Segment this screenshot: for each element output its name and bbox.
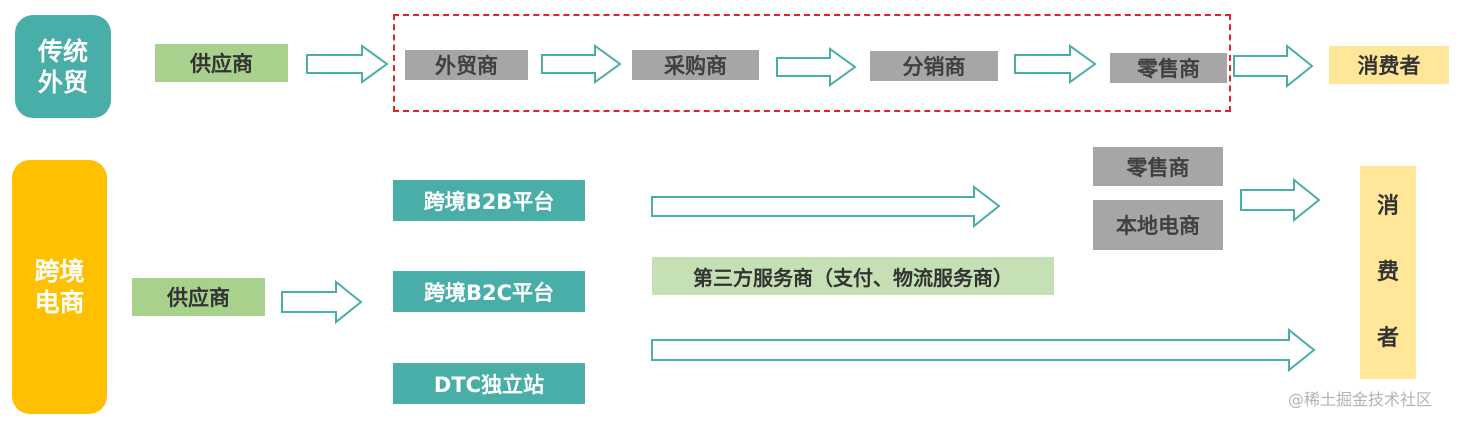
platform-dtc-site: DTC独立站 [393,363,585,404]
arrow-trader-to-purchaser [541,44,622,84]
category-line-2: 外贸 [37,67,88,97]
category-traditional-trade: 传统 外贸 [15,15,111,118]
consumer-char-3: 者 [1376,325,1399,351]
retail-retailer: 零售商 [1093,147,1223,186]
chain-trader: 外贸商 [405,50,528,80]
supplier-box-cross-border: 供应商 [132,278,265,316]
consumer-box-cross-border: 消 费 者 [1360,166,1416,379]
chain-distributor: 分销商 [870,51,998,81]
category-line-1: 跨境 [34,257,85,286]
retail-local-ecommerce: 本地电商 [1093,200,1223,250]
category-cross-border-ecommerce: 跨境 电商 [12,160,107,414]
arrow-b2b-to-retail [651,184,1001,229]
arrow-supplier-to-platforms [281,279,363,325]
arrow-dtc-to-consumer [651,327,1316,373]
third-party-service-providers: 第三方服务商（支付、物流服务商） [652,257,1054,295]
arrow-purchaser-to-distributor [776,47,857,87]
consumer-box-traditional: 消费者 [1329,46,1449,84]
chain-purchaser: 采购商 [632,50,759,80]
arrow-distributor-to-retailer [1014,44,1097,84]
platform-b2b: 跨境B2B平台 [393,180,585,221]
platform-b2c: 跨境B2C平台 [393,271,585,312]
arrow-retailer-to-consumer [1233,43,1314,89]
consumer-char-1: 消 [1376,193,1399,219]
arrow-supplier-to-trader [306,44,389,84]
watermark: @稀土掘金技术社区 [1288,390,1433,409]
arrow-retail-to-consumer [1240,177,1321,223]
category-line-1: 传统 [37,36,88,66]
category-line-2: 电商 [34,288,85,317]
intermediary-chain-outline [393,14,1231,112]
consumer-char-2: 费 [1376,259,1399,285]
supplier-box-traditional: 供应商 [155,44,288,82]
chain-retailer: 零售商 [1110,53,1227,83]
